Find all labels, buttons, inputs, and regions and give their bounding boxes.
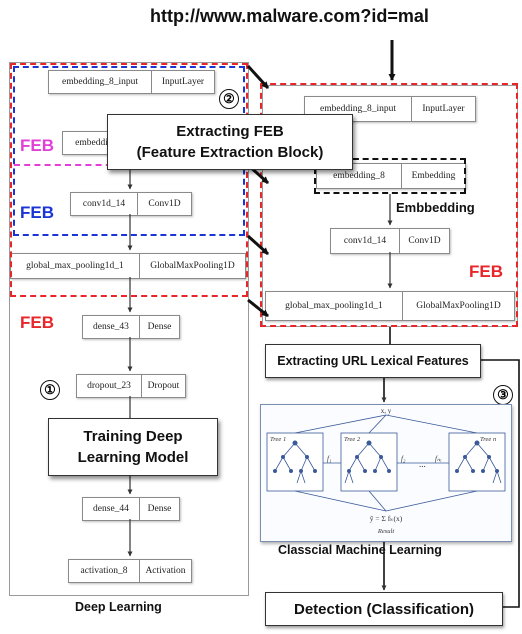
rf-tree-1-label: Tree 1 (270, 436, 286, 443)
lexical-features-box: Extracting URL Lexical Features (265, 344, 481, 378)
layer-name: global_max_pooling1d_1 (26, 261, 124, 271)
left-layer-dense-43: dense_43 Dense (82, 315, 180, 339)
layer-type: Dense (139, 316, 179, 338)
left-layer-global-max-pooling: global_max_pooling1d_1 GlobalMaxPooling1… (10, 253, 246, 279)
layer-name: embedding_8 (75, 138, 127, 148)
embedding-highlight-label: Embbedding (396, 200, 475, 215)
layer-type: InputLayer (411, 97, 475, 121)
extracting-feb-callout: Extracting FEB (Feature Extraction Block… (107, 114, 353, 170)
callout-line-1: Training Deep (83, 428, 183, 445)
feb-label-blue: FEB (20, 203, 54, 222)
layer-name: embedding_8_input (62, 77, 138, 87)
feb-label-red-right: FEB (469, 262, 503, 281)
layer-name: dense_43 (93, 322, 129, 332)
layer-type: Dropout (141, 375, 185, 397)
ml-caption: Classcial Machine Learning (278, 543, 442, 557)
step-two-text: ② (223, 91, 235, 106)
layer-type: GlobalMaxPooling1D (139, 254, 245, 278)
callout-line-2: Learning Model (77, 449, 189, 466)
layer-name: dense_44 (93, 504, 129, 514)
rf-formula: ŷ = Σ fₖ(x) (370, 514, 403, 523)
rf-tree-n-label: Tree n (480, 436, 496, 443)
layer-type: Dense (139, 498, 179, 520)
callout-line-1: Extracting FEB (176, 123, 284, 140)
rf-tree-2-label: Tree 2 (344, 436, 361, 443)
feb-label-red-left: FEB (20, 313, 54, 332)
detection-box: Detection (Classification) (265, 592, 503, 626)
layer-type: Activation (139, 560, 191, 582)
layer-type: GlobalMaxPooling1D (402, 292, 514, 320)
layer-type: Embedding (401, 164, 465, 188)
step-two-marker: ② (219, 89, 239, 109)
layer-type: Conv1D (399, 229, 449, 253)
step-three-marker: ③ (493, 385, 513, 405)
left-layer-dropout: dropout_23 Dropout (76, 374, 186, 398)
rf-top-label: x, y (381, 407, 392, 415)
layer-name: embedding_8_input (320, 104, 396, 114)
deep-learning-caption: Deep Learning (75, 600, 162, 614)
layer-name: activation_8 (80, 566, 128, 576)
layer-name: global_max_pooling1d_1 (285, 301, 383, 311)
right-layer-global-max-pooling: global_max_pooling1d_1 GlobalMaxPooling1… (265, 291, 515, 321)
layer-name: conv1d_14 (343, 236, 387, 246)
left-layer-dense-44: dense_44 Dense (82, 497, 180, 521)
left-layer-conv1d: conv1d_14 Conv1D (70, 192, 192, 216)
right-layer-conv1d: conv1d_14 Conv1D (330, 228, 450, 254)
callout-line-2: (Feature Extraction Block) (136, 144, 324, 161)
random-forest-drawing: x, y Tree 1 Tree 2 Tree n f₁ f₂ fₙₑ ... … (266, 407, 506, 535)
left-layer-activation: activation_8 Activation (68, 559, 192, 583)
rf-func-2: f₂ (401, 455, 406, 463)
rf-result: Result (377, 528, 394, 535)
url-heading: http://www.malware.com?id=mal (150, 6, 429, 26)
rf-func-n: fₙₑ (435, 455, 442, 463)
step-three-text: ③ (497, 387, 509, 402)
left-layer-embedding-input: embedding_8_input InputLayer (48, 70, 215, 94)
layer-name: conv1d_14 (82, 199, 126, 209)
embedding-highlight-box (314, 158, 466, 194)
step-one-marker: ① (40, 380, 60, 400)
layer-name: embedding_8 (333, 171, 385, 181)
feb-region-magenta-line (14, 164, 122, 166)
feb-label-magenta: FEB (20, 136, 54, 155)
step-one-text: ① (44, 382, 56, 397)
layer-type: Conv1D (137, 193, 191, 215)
layer-type: InputLayer (151, 71, 214, 93)
training-model-callout: Training Deep Learning Model (48, 418, 218, 476)
layer-name: dropout_23 (87, 381, 131, 391)
feb-region-red-right (260, 83, 518, 327)
rf-dots: ... (419, 459, 426, 469)
rf-func-1: f₁ (327, 455, 331, 463)
feb-region-red-left (10, 63, 248, 297)
random-forest-figure: x, y Tree 1 Tree 2 Tree n f₁ f₂ fₙₑ ... … (260, 404, 512, 542)
